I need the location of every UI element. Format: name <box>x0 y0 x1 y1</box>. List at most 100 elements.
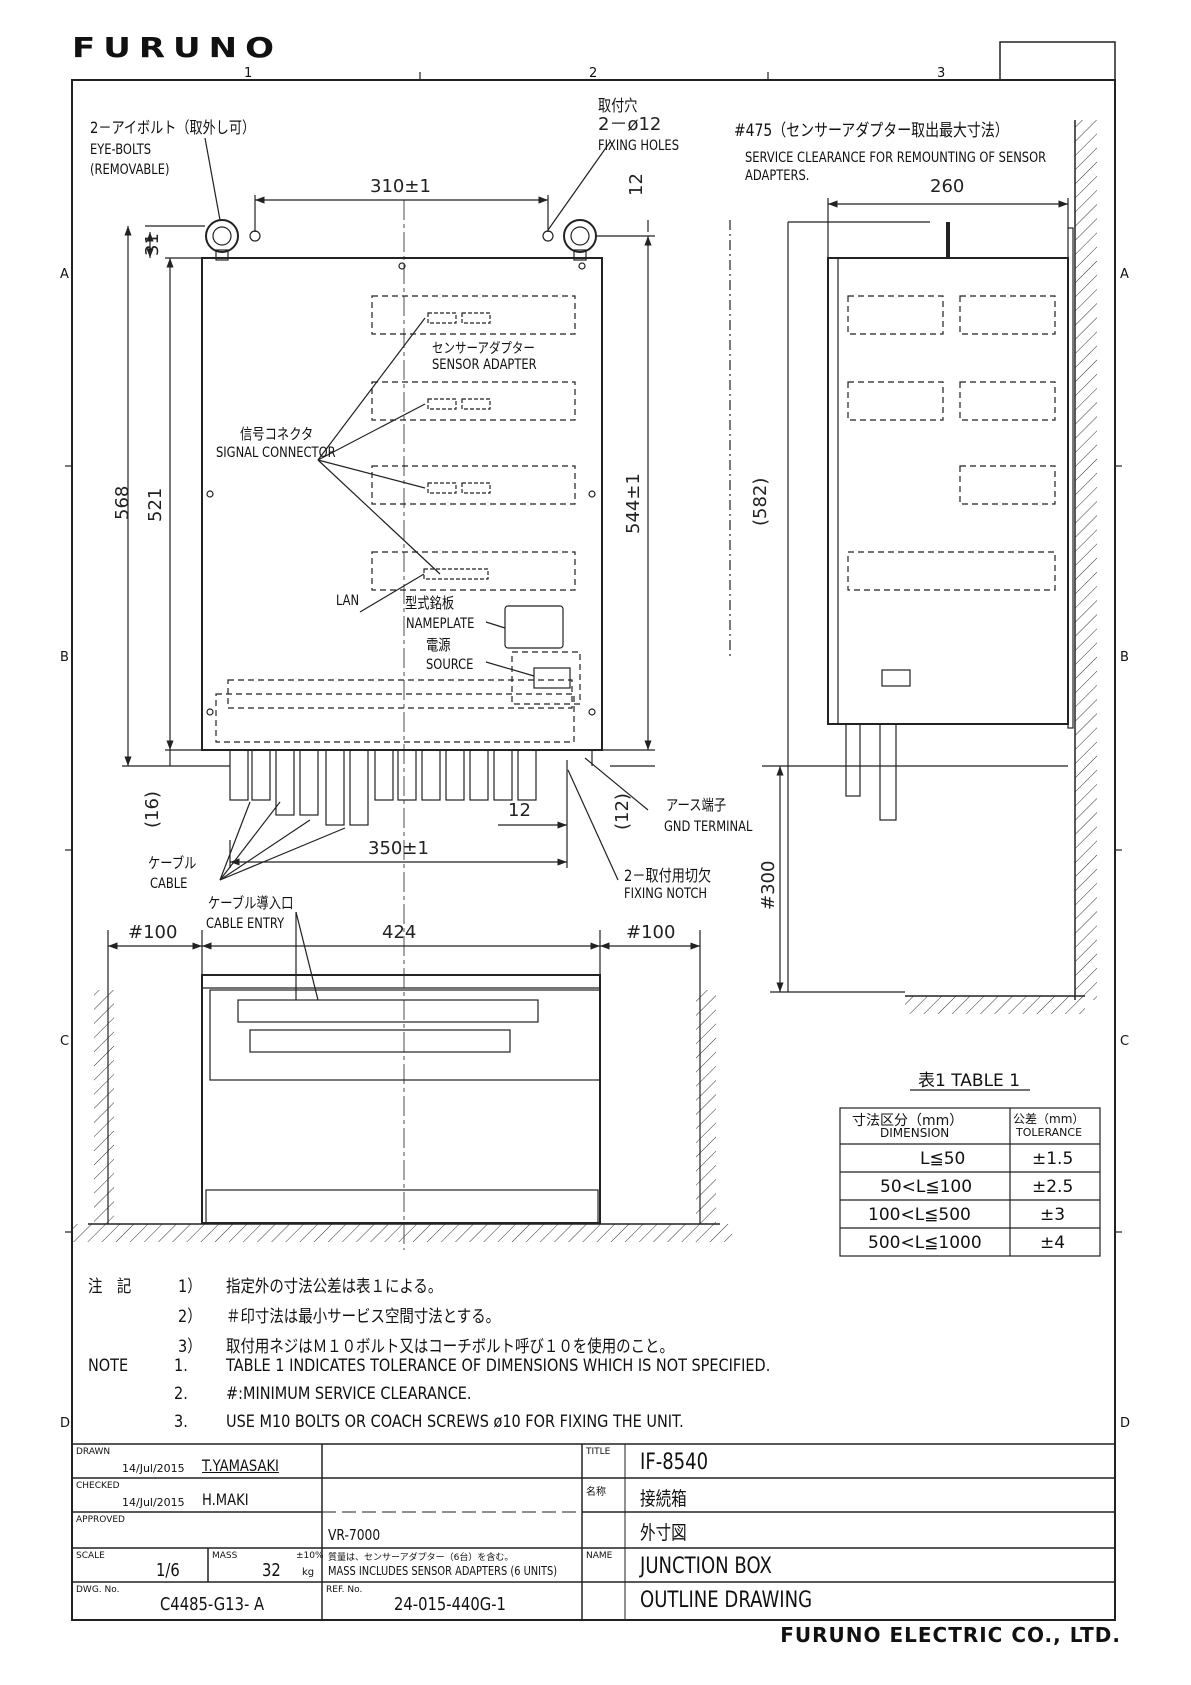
dim-260: 260 <box>930 176 965 197</box>
dwg-no-label: DWG. No. <box>76 1585 120 1595</box>
drawn-by: T.YAMASAKI <box>202 1456 279 1475</box>
sensor-adapter-label-jp: センサーアダプター <box>432 341 535 357</box>
service-clearance-label-en: SERVICE CLEARANCE FOR REMOUNTING OF SENS… <box>745 150 1047 166</box>
lan-label: LAN <box>336 593 360 609</box>
checked-date: 14/Jul/2015 <box>122 1496 185 1509</box>
drawing-type-jp: 外寸図 <box>640 1522 687 1544</box>
note-jp-number: 3） <box>178 1337 202 1357</box>
gnd-terminal-label-en: GND TERMINAL <box>664 819 753 835</box>
scale-label: SCALE <box>76 1551 105 1561</box>
eyebolts-label-jp: 2－アイボルト（取外し可） <box>90 118 256 137</box>
gnd-terminal-label-jp: アース端子 <box>666 796 727 814</box>
name-label: NAME <box>586 1551 613 1561</box>
table1-row-tol: ±1.5 <box>1032 1149 1074 1169</box>
dwg-no-value: C4485-G13- A <box>160 1594 265 1615</box>
nameplate-label-jp: 型式銘板 <box>405 594 455 612</box>
dim-521: 521 <box>145 487 166 522</box>
furuno-logo: FURUNO <box>72 32 282 64</box>
signal-connector-label-en: SIGNAL CONNECTOR <box>216 445 336 461</box>
table1-row-tol: ±3 <box>1040 1205 1066 1225</box>
dim-12-bottom: 12 <box>508 800 531 821</box>
company-name: FURUNO ELECTRIC CO., LTD. <box>780 1623 1121 1647</box>
signal-connector-label-jp: 信号コネクタ <box>240 425 314 443</box>
dim-424: 424 <box>382 922 417 943</box>
notes-jp-label: 注 記 <box>88 1277 132 1297</box>
row-label-b-right: B <box>1120 650 1129 665</box>
table1-header-tol-en: TOLERANCE <box>1016 1126 1083 1139</box>
row-label-d-left: D <box>60 1416 71 1431</box>
ref-no-label: REF. No. <box>326 1585 363 1595</box>
service-clearance-adapters-label: ADAPTERS. <box>745 168 810 184</box>
fixing-notch-label-jp: 2－取付用切欠 <box>624 866 712 885</box>
eyebolts-removable-label: (REMOVABLE) <box>90 162 170 178</box>
title-block <box>72 1443 1115 1620</box>
mass-value: 32 <box>262 1560 281 1581</box>
mass-label: MASS <box>212 1551 238 1561</box>
ref-no-value: 24-015-440G-1 <box>394 1594 506 1615</box>
row-label-a-right: A <box>1120 267 1129 282</box>
drawn-date: 14/Jul/2015 <box>122 1462 185 1475</box>
mass-unit: kg <box>302 1567 315 1578</box>
front-view <box>122 137 731 1250</box>
drawing-type: OUTLINE DRAWING <box>640 1588 813 1613</box>
table1-header-dim-jp: 寸法区分（mm） <box>852 1113 964 1129</box>
mass-tolerance: ±10% <box>296 1551 324 1561</box>
note-jp-text: 取付用ネジはＭ１０ボルト又はコーチボルト呼び１０を使用のこと。 <box>226 1337 674 1357</box>
model-reference: VR-7000 <box>328 1526 381 1544</box>
title-label: TITLE <box>586 1447 611 1457</box>
eyebolts-label-en: EYE-BOLTS <box>90 142 152 158</box>
table1-row-dim: 50<L≦100 <box>880 1177 973 1197</box>
table1-header-tol-jp: 公差（mm） <box>1013 1112 1085 1126</box>
cable-label-en: CABLE <box>150 876 188 892</box>
zone-label-2: 2 <box>589 66 598 81</box>
product-name: JUNCTION BOX <box>640 1554 772 1579</box>
fixing-holes-label-jp: 取付穴 <box>598 96 638 115</box>
dim-544: 544±1 <box>623 473 644 534</box>
checked-label: CHECKED <box>76 1481 120 1491</box>
nameplate-label-en: NAMEPLATE <box>406 616 475 632</box>
zone-label-3: 3 <box>937 66 946 81</box>
table1-title: 表1 TABLE 1 <box>918 1071 1021 1091</box>
dim-100-left: #100 <box>128 922 178 943</box>
cable-label-jp: ケーブル <box>148 854 197 872</box>
fixing-notch-label-en: FIXING NOTCH <box>624 886 707 902</box>
row-label-d-right: D <box>1120 1416 1131 1431</box>
drawn-label: DRAWN <box>76 1447 111 1457</box>
table1-row-tol: ±4 <box>1040 1233 1066 1253</box>
note-jp-text: ＃印寸法は最小サービス空間寸法とする。 <box>226 1307 501 1327</box>
table1-grid <box>839 1089 1101 1257</box>
note-en-text: #:MINIMUM SERVICE CLEARANCE. <box>226 1384 472 1404</box>
table1-row-dim: 500<L≦1000 <box>868 1233 982 1253</box>
dim-582: (582) <box>750 477 771 526</box>
note-en-number: 2. <box>174 1384 188 1404</box>
sensor-adapter-label-en: SENSOR ADAPTER <box>432 357 537 373</box>
mass-note-jp: 質量は、センサーアダプター（6台）を含む。 <box>328 1553 514 1563</box>
dim-12-top: 12 <box>626 173 647 196</box>
dim-300: #300 <box>758 860 779 910</box>
cable-entry-label-en: CABLE ENTRY <box>206 916 285 932</box>
bottom-view <box>72 930 732 1242</box>
table1-row-dim: L≦50 <box>920 1149 966 1169</box>
note-en-text: TABLE 1 INDICATES TOLERANCE OF DIMENSION… <box>226 1356 771 1376</box>
zone-label-1: 1 <box>244 66 253 81</box>
product-name-jp: 接続箱 <box>640 1488 687 1510</box>
dim-31: 31 <box>142 233 163 256</box>
product-title: IF-8540 <box>640 1450 709 1475</box>
dim-568: 568 <box>112 485 133 520</box>
fixing-holes-count: 2－ø12 <box>598 114 662 135</box>
note-jp-text: 指定外の寸法公差は表１による。 <box>226 1277 443 1297</box>
scale-value: 1/6 <box>156 1560 180 1581</box>
note-en-number: 1. <box>174 1356 188 1376</box>
dim-310: 310±1 <box>370 176 431 197</box>
fixing-holes-label-en: FIXING HOLES <box>598 138 679 154</box>
approved-label: APPROVED <box>76 1515 125 1525</box>
note-en-text: USE M10 BOLTS OR COACH SCREWS ø10 FOR FI… <box>226 1412 684 1432</box>
dim-12-paren: (12) <box>612 793 633 830</box>
cable-entry-label-jp: ケーブル導入口 <box>208 894 294 912</box>
checked-by: H.MAKI <box>202 1490 249 1509</box>
side-view <box>762 120 1097 1014</box>
name-jp-label: 名称 <box>586 1487 606 1498</box>
dim-16: (16) <box>142 791 163 828</box>
table1-row-tol: ±2.5 <box>1032 1177 1074 1197</box>
